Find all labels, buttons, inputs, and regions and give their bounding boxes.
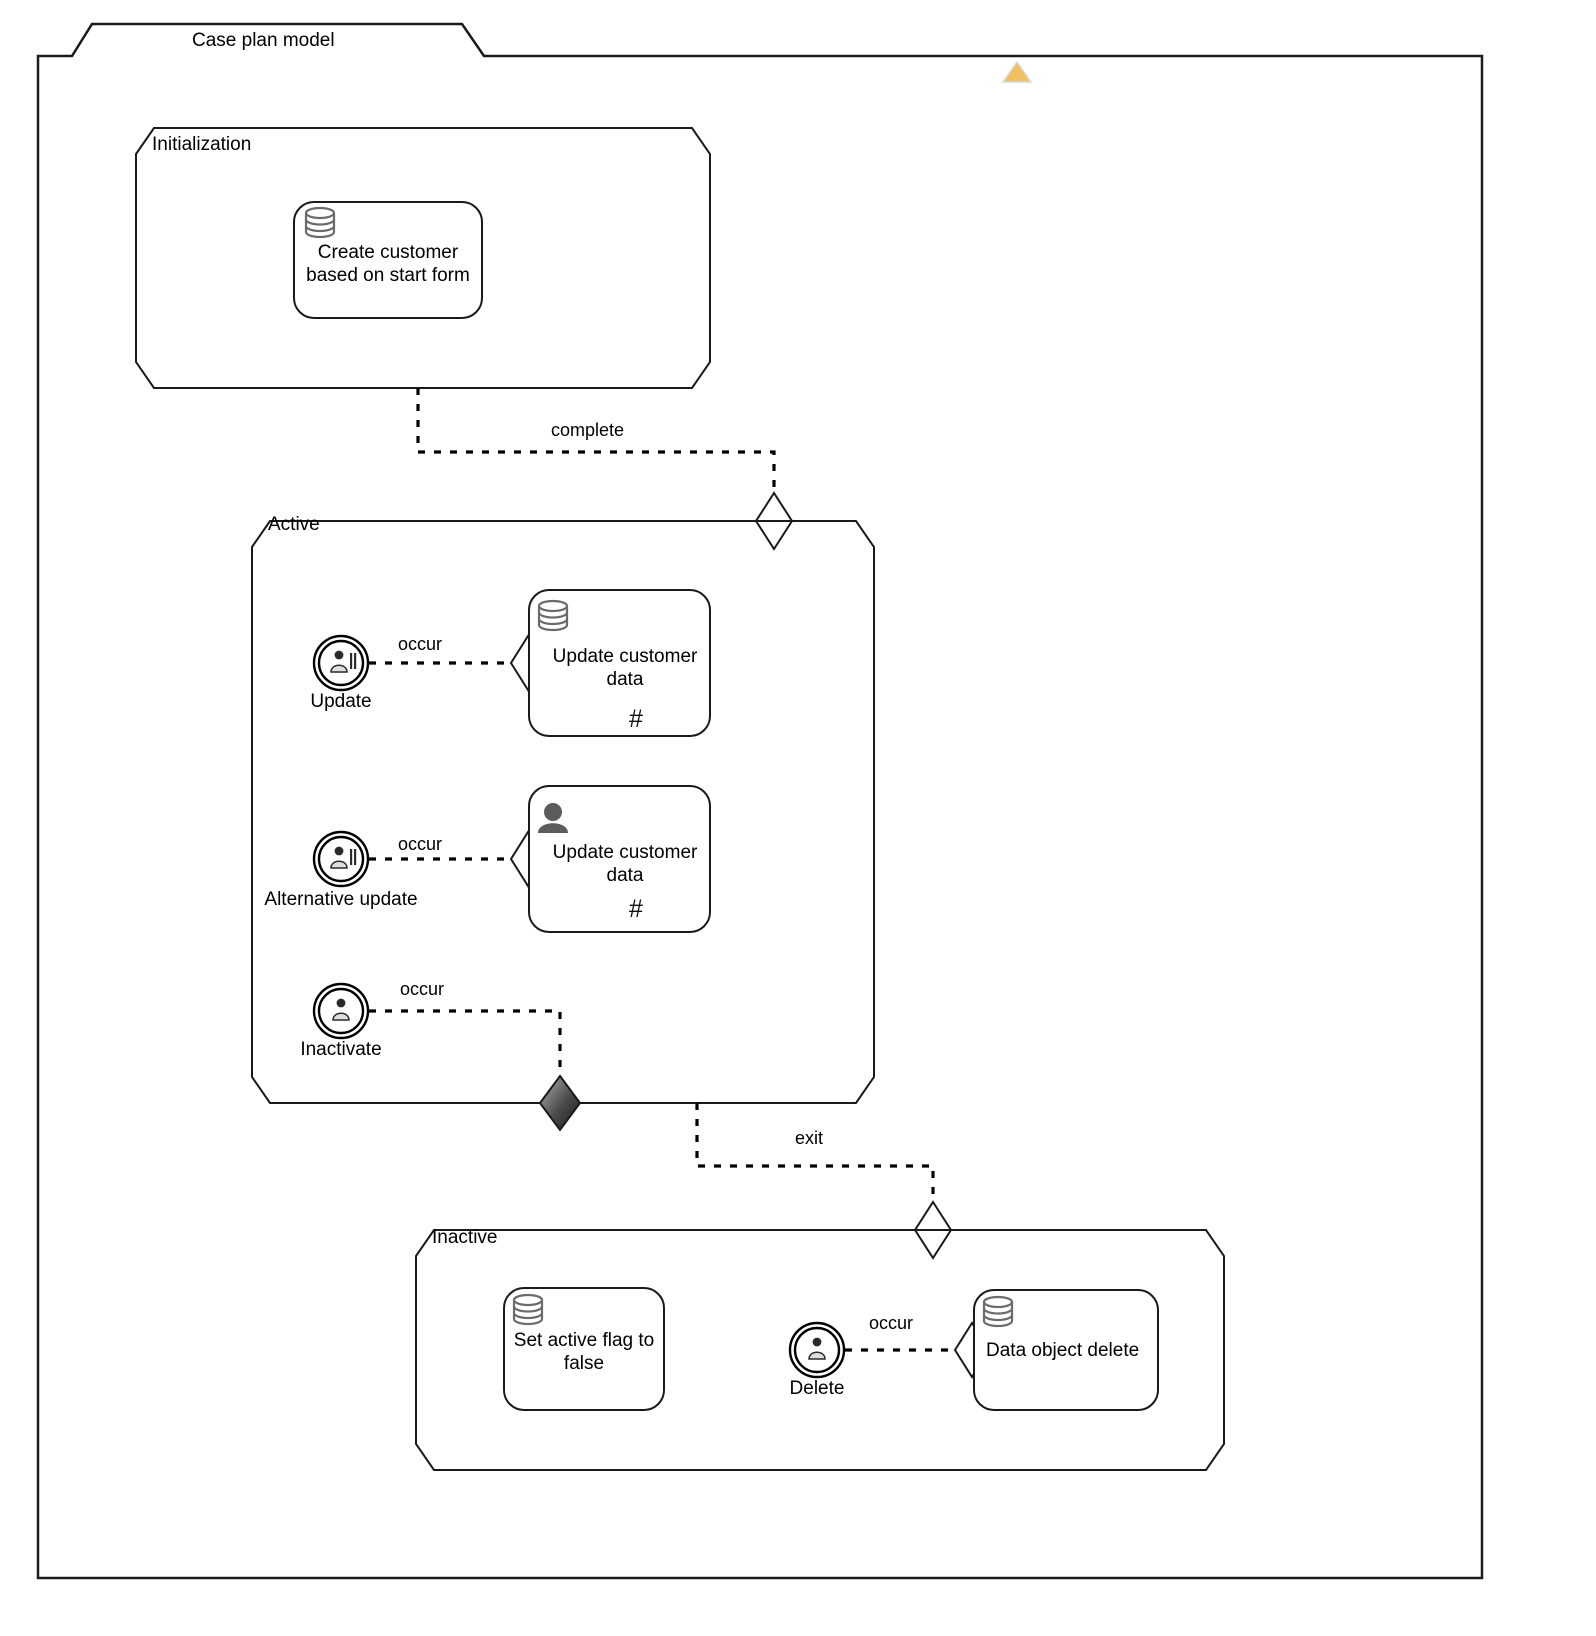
connection-label-occur-update: occur: [398, 634, 443, 654]
event-listener-update[interactable]: [312, 634, 370, 692]
repetition-marker-1: #: [629, 705, 643, 733]
database-icon: [982, 1295, 1014, 1328]
human-task-icon: [538, 803, 568, 833]
event-listener-alternative-update[interactable]: [312, 830, 370, 888]
connection-label-occur-alternative-update: occur: [398, 834, 443, 854]
task-update-customer-data-1[interactable]: [528, 589, 711, 737]
task-label-update-customer-data-1: Update customer data: [552, 646, 698, 690]
stage-title-active: Active: [268, 514, 320, 535]
event-listener-inactivate[interactable]: [312, 982, 370, 1040]
listener-label-alternative-update: Alternative update: [264, 889, 418, 910]
task-data-object-delete[interactable]: [973, 1289, 1159, 1411]
listener-label-inactivate: Inactivate: [300, 1039, 382, 1060]
task-set-active-flag[interactable]: [503, 1287, 665, 1411]
connection-label-occur-delete: occur: [869, 1313, 914, 1333]
user-event-listener-icon: [330, 846, 357, 869]
connection-label-complete: complete: [551, 420, 625, 440]
connection-label-occur-inactivate: occur: [400, 979, 445, 999]
database-icon: [512, 1293, 544, 1326]
stage-title-inactive: Inactive: [432, 1227, 498, 1248]
stage-title-initialization: Initialization: [152, 134, 252, 155]
listener-label-delete: Delete: [789, 1378, 845, 1399]
user-event-listener-icon: [808, 1337, 826, 1360]
database-icon: [537, 599, 569, 632]
sentry-active-exit[interactable]: [538, 1074, 582, 1132]
task-label-update-customer-data-2: Update customer data: [552, 842, 698, 886]
case-plan-model-title: Case plan model: [192, 30, 335, 51]
task-label-create-customer: Create customer based on start form: [306, 242, 470, 286]
warning-triangle-icon[interactable]: [1001, 60, 1033, 83]
repetition-marker-2: #: [629, 895, 643, 923]
task-update-customer-data-2[interactable]: [528, 785, 711, 933]
user-event-listener-icon: [330, 650, 357, 673]
connection-complete: [416, 388, 776, 494]
stage-active[interactable]: [251, 520, 875, 1104]
database-icon: [304, 206, 336, 239]
task-create-customer[interactable]: [293, 201, 483, 319]
listener-label-update: Update: [310, 691, 372, 712]
connection-exit: [695, 1103, 935, 1202]
task-label-set-active-flag: Set active flag to false: [513, 1330, 655, 1374]
event-listener-delete[interactable]: [788, 1321, 846, 1379]
stage-initialization[interactable]: [135, 127, 711, 389]
connection-label-exit: exit: [795, 1128, 824, 1148]
task-label-data-object-delete: Data object delete: [986, 1340, 1140, 1361]
timer-event-listener-icon: [332, 998, 350, 1021]
case-plan-model-frame[interactable]: [36, 22, 1484, 1580]
stage-inactive[interactable]: [415, 1229, 1225, 1471]
